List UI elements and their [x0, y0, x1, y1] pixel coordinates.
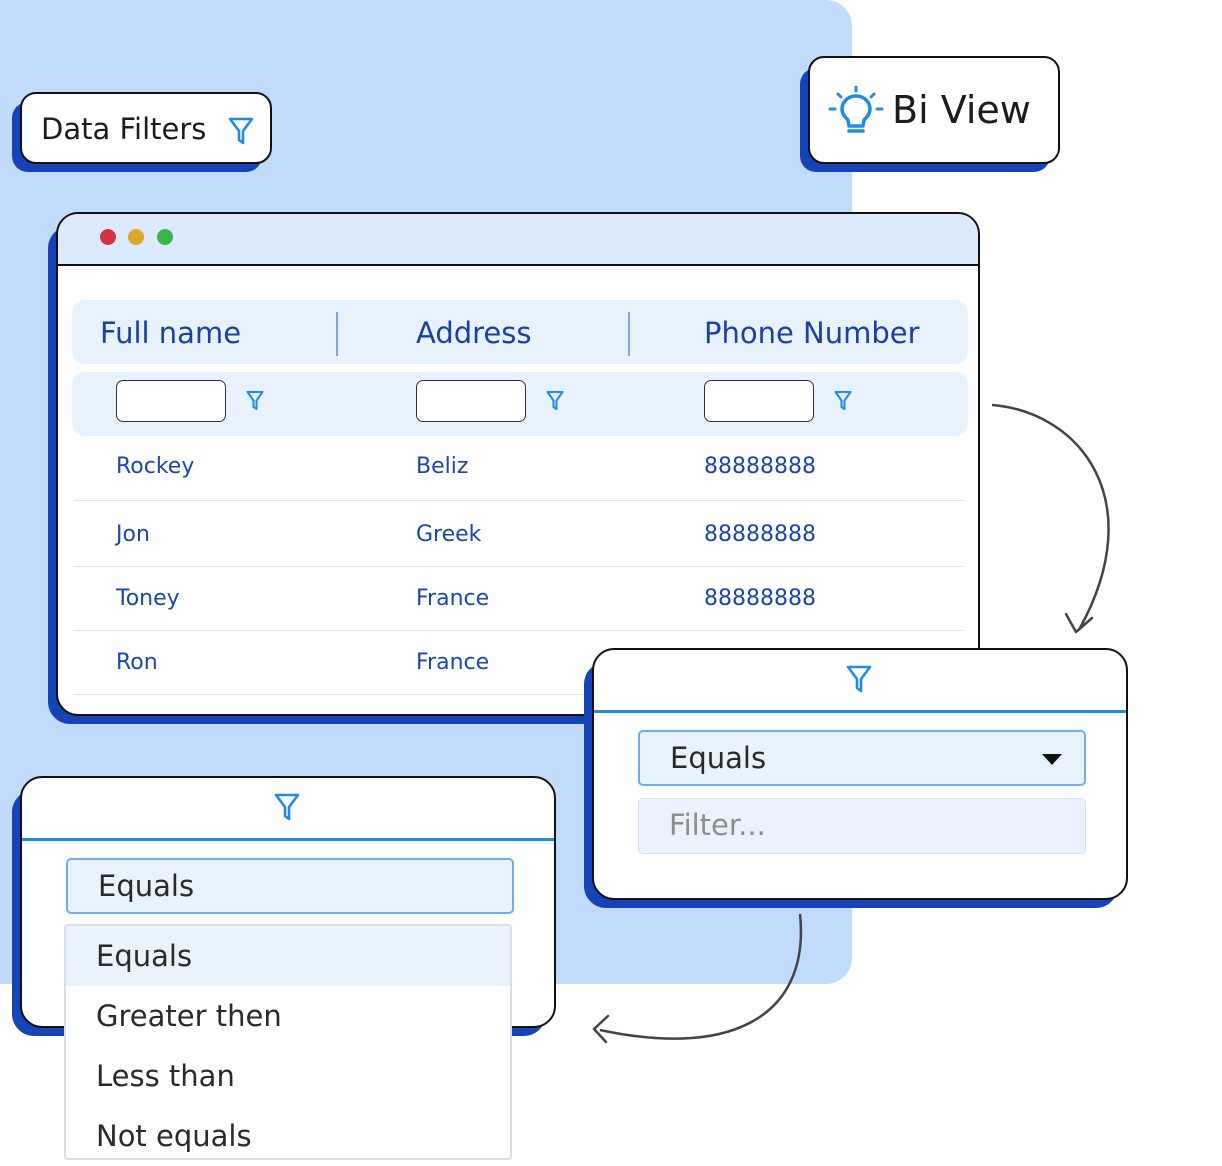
table-row[interactable]: Rockey Beliz 88888888 [74, 436, 964, 501]
option-equals[interactable]: Equals [66, 926, 510, 986]
funnel-icon[interactable] [834, 390, 852, 417]
cell-address: Greek [416, 522, 482, 547]
option-greater-then[interactable]: Greater then [96, 999, 282, 1033]
filter-row [72, 372, 968, 436]
address-filter-input[interactable] [416, 380, 526, 422]
operator-select[interactable]: Equals [66, 858, 514, 914]
filter-placeholder: Filter... [669, 808, 766, 842]
option-less-than[interactable]: Less than [96, 1059, 235, 1093]
data-filters-label: Data Filters [41, 112, 207, 146]
option-not-equals[interactable]: Not equals [96, 1119, 252, 1153]
cell-phone: 88888888 [704, 522, 816, 547]
arrow-to-right-popup [991, 403, 1110, 629]
column-header-full-name[interactable]: Full name [100, 316, 242, 350]
cell-address: France [416, 586, 490, 611]
popup-header [594, 650, 1126, 713]
cell-phone: 88888888 [704, 586, 816, 611]
operator-select-value: Equals [670, 741, 767, 775]
bi-view-label: Bi View [892, 88, 1031, 132]
cell-address: France [416, 650, 490, 675]
arrowhead-icon [592, 1014, 610, 1044]
phone-filter-input[interactable] [704, 380, 814, 422]
funnel-icon [274, 792, 300, 827]
funnel-icon [846, 664, 872, 699]
filter-popup-right: Equals Filter... [592, 648, 1128, 900]
bi-view-badge[interactable]: Bi View [808, 56, 1060, 164]
cell-name: Rockey [116, 454, 195, 479]
window-title-bar [58, 214, 978, 266]
operator-select-value: Equals [98, 869, 195, 903]
data-filters-badge[interactable]: Data Filters [20, 92, 272, 164]
cell-name: Ron [116, 650, 158, 675]
column-header-phone-number[interactable]: Phone Number [704, 316, 920, 350]
arrow-to-left-popup [599, 913, 803, 1040]
column-separator[interactable] [336, 312, 338, 356]
minimize-dot[interactable] [128, 229, 144, 245]
column-header-address[interactable]: Address [416, 316, 532, 350]
operator-options-list: Equals Greater then Less than Not equals [64, 924, 512, 1160]
filter-value-input[interactable]: Filter... [638, 798, 1086, 854]
table-header: Full name Address Phone Number [72, 300, 968, 364]
arrowhead-icon [1064, 612, 1094, 634]
maximize-dot[interactable] [157, 229, 173, 245]
table-row[interactable]: Toney France 88888888 [74, 566, 964, 631]
funnel-icon[interactable] [546, 390, 564, 417]
lightbulb-icon [828, 85, 884, 143]
funnel-icon[interactable] [246, 390, 264, 417]
close-dot[interactable] [100, 229, 116, 245]
name-filter-input[interactable] [116, 380, 226, 422]
cell-name: Jon [116, 522, 150, 547]
funnel-icon [228, 116, 254, 151]
column-separator[interactable] [628, 312, 630, 356]
operator-select[interactable]: Equals [638, 730, 1086, 786]
cell-address: Beliz [416, 454, 469, 479]
cell-phone: 88888888 [704, 454, 816, 479]
cell-name: Toney [116, 586, 180, 611]
data-table-window: Full name Address Phone Number Rockey Be… [56, 212, 980, 716]
caret-down-icon [1042, 754, 1062, 765]
popup-header [22, 778, 554, 841]
table-row[interactable]: Ron France [74, 630, 964, 695]
table-row[interactable]: Jon Greek 88888888 [74, 502, 964, 567]
